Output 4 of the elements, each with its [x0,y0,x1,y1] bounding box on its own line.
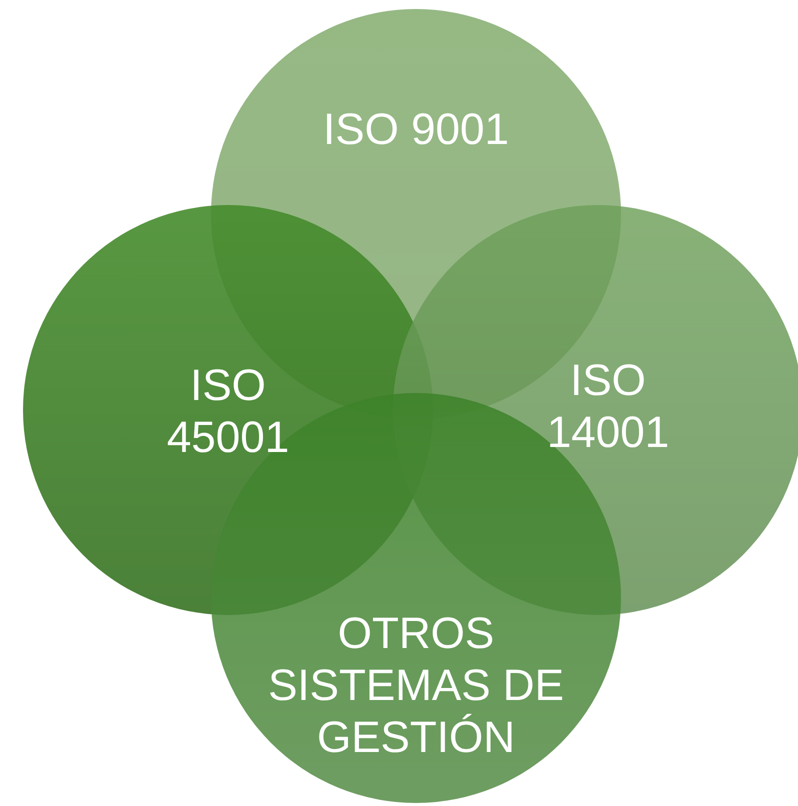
circle-label: ISO 14001 [546,355,670,459]
circle-label: ISO 9001 [322,104,510,156]
circle-label: ISO 45001 [166,360,290,464]
circle-label: OTROS SISTEMAS DE GESTIÓN [267,608,565,764]
